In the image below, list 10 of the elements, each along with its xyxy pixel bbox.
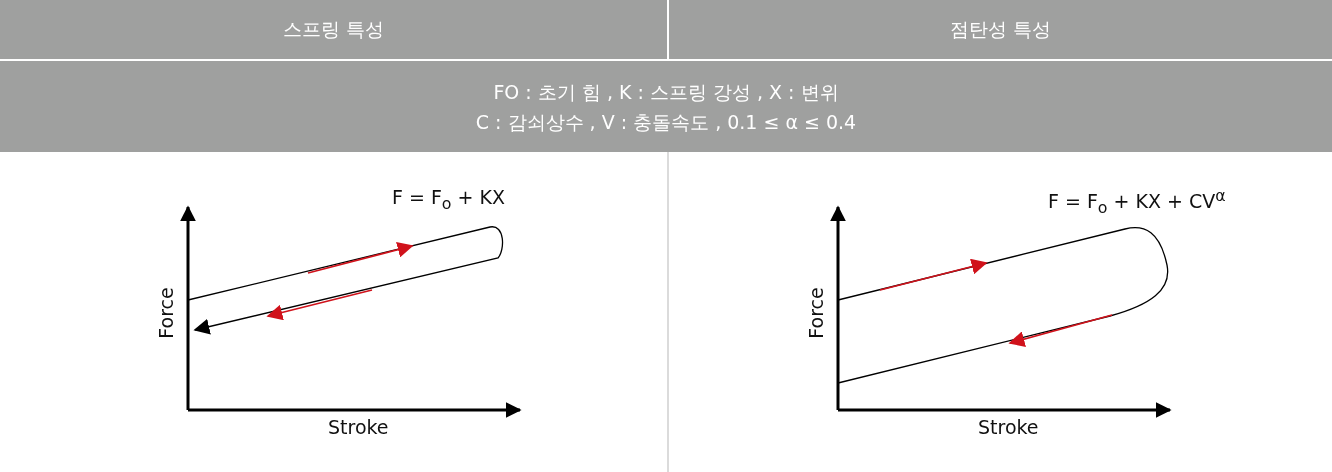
header-cell: 스프링 특성 (0, 0, 667, 59)
formula: F = F$_{o}$ + KX (392, 186, 506, 213)
axis-title: Force (804, 287, 827, 339)
axis-title: Stroke (978, 416, 1039, 438)
variable-definitions: C : 감쇠상수 , V : 충돌속도 , 0.1 ≤ α ≤ 0.4 (475, 109, 857, 135)
axis-title: Stroke (328, 416, 389, 438)
header-cell: 점탄성 특성 (669, 0, 1332, 59)
formula: F = F$_{o}$ + KX + CV$^{α}$ (1048, 186, 1226, 218)
variable-definitions: FO : 초기 힘 , K : 스프링 강성 , X : 변위 (493, 79, 839, 105)
axis-title: Force (154, 287, 177, 339)
